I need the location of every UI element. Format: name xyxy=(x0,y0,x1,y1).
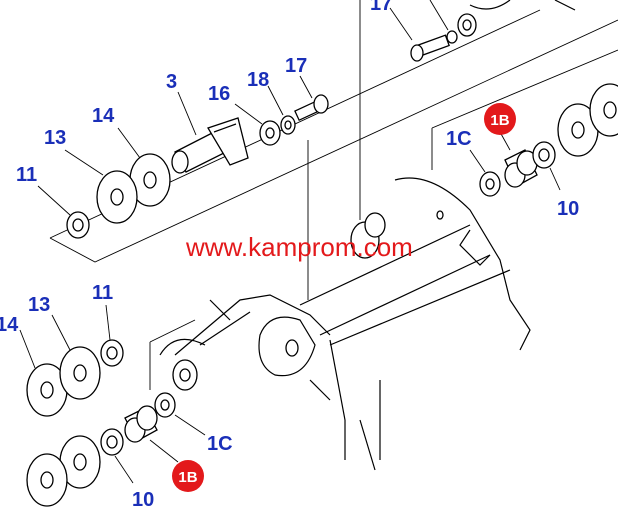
shim-13-lower xyxy=(59,346,101,400)
label-16: 16 xyxy=(208,83,230,105)
label-17: 17 xyxy=(285,55,307,77)
label-14-upper: 14 xyxy=(92,105,115,127)
label-11-lower: 11 xyxy=(92,282,113,304)
bolt-17 xyxy=(294,94,329,122)
label-1b-lower: 1B xyxy=(178,469,197,486)
shim-14-lower xyxy=(26,363,68,417)
label-1c-upper: 1C xyxy=(446,128,472,150)
callouts: 17 3 16 18 17 14 13 11 1B 1C 10 14 13 11… xyxy=(0,0,579,511)
washer-16 xyxy=(259,120,281,146)
badge-1b-lower: 1B xyxy=(172,460,204,492)
label-18: 18 xyxy=(247,69,269,91)
arm-bracket xyxy=(159,177,531,471)
label-17-top: 17 xyxy=(370,0,392,15)
washer-10-lower xyxy=(100,428,124,456)
seal-1c-upper xyxy=(479,171,501,197)
label-1b-upper: 1B xyxy=(490,112,509,129)
bushing-1b-upper xyxy=(504,149,538,188)
seal-1c-lower xyxy=(154,392,176,418)
washer-10-upper xyxy=(532,141,556,169)
shim-14-upper xyxy=(129,153,171,207)
shim-lower-left xyxy=(26,435,101,507)
washer-18 xyxy=(280,115,296,135)
shim-upper-right xyxy=(557,83,618,157)
washer-11-upper xyxy=(66,211,90,239)
bolt-17-top xyxy=(410,0,576,62)
label-10-lower: 10 xyxy=(132,489,154,511)
leader-lines xyxy=(19,0,561,484)
badge-1b-upper: 1B xyxy=(484,103,516,135)
watermark: www.kamprom.com xyxy=(185,232,413,262)
label-10-upper: 10 xyxy=(557,198,579,220)
pin-3 xyxy=(171,117,249,174)
label-13-lower: 13 xyxy=(28,294,50,316)
bushing-1b-lower xyxy=(124,405,158,443)
label-13-upper: 13 xyxy=(44,127,66,149)
label-11-upper: 11 xyxy=(16,164,37,186)
label-1c-lower: 1C xyxy=(207,433,233,455)
shim-13-upper xyxy=(96,170,138,224)
label-14-lower: 14 xyxy=(0,314,19,336)
washer-11-lower xyxy=(100,339,124,367)
label-3: 3 xyxy=(166,71,177,93)
